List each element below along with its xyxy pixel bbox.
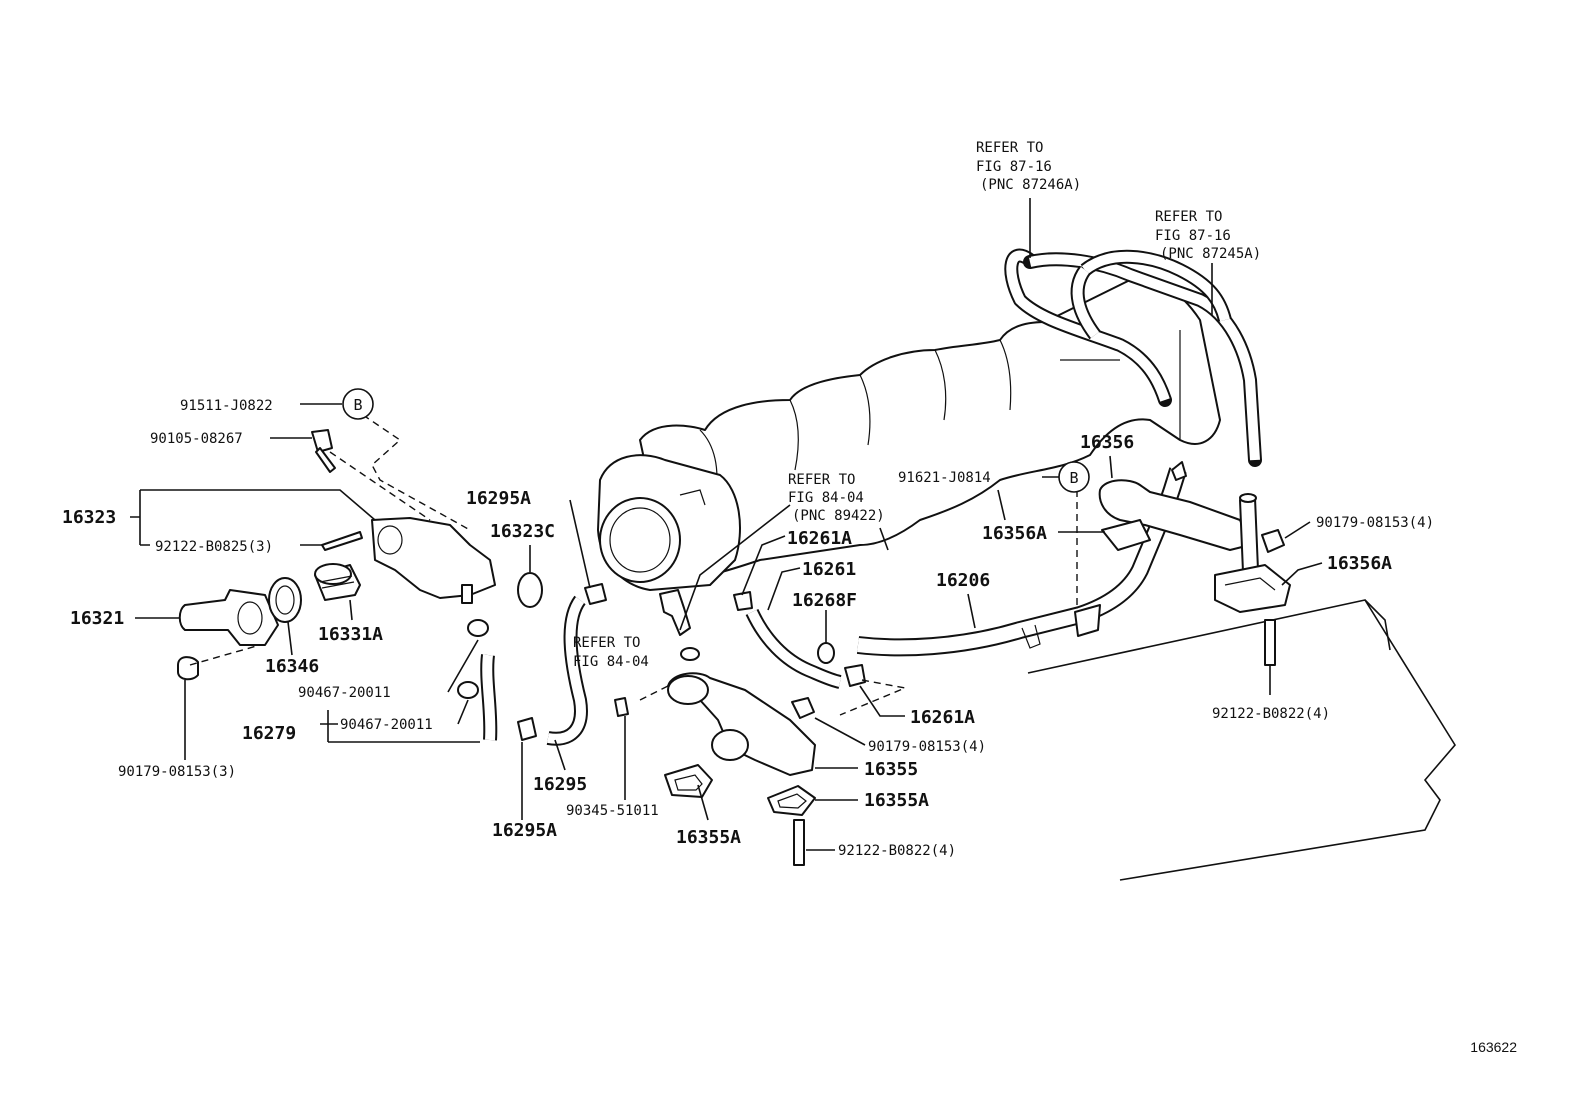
callout-b-right-letter: B (1069, 469, 1078, 487)
thermostat-16331a (314, 563, 361, 601)
ref-note-89422-line3: (PNC 89422) (792, 508, 885, 524)
ref-note-87245a-line1: REFER TO (1155, 209, 1222, 225)
ref-note-89422-line2: FIG 84-04 (788, 490, 864, 506)
gasket-16355a-right (767, 785, 816, 816)
label-92122-b0822-mid: 92122-B0822(4) (838, 843, 956, 859)
label-16295a-top: 16295A (466, 488, 531, 509)
hose-16295 (546, 595, 588, 746)
label-16321: 16321 (70, 608, 124, 629)
ref-note-84-04-line2: FIG 84-04 (573, 654, 649, 670)
ref-note-87245a-line3: (PNC 87245A) (1160, 246, 1261, 262)
label-16331a: 16331A (318, 624, 383, 645)
clamp-16295a-top (584, 583, 607, 605)
dashed-lines (189, 414, 1078, 716)
clamp-16261a-bottom (844, 664, 866, 687)
ref-note-84-04: REFER TO FIG 84-04 (573, 635, 649, 670)
hose-16261 (745, 608, 842, 689)
label-16323c: 16323C (490, 521, 555, 542)
ref-note-87245a: REFER TO FIG 87-16 (PNC 87245A) (1155, 209, 1261, 262)
label-16261: 16261 (802, 559, 856, 580)
ref-note-87246a: REFER TO FIG 87-16 (PNC 87246A) (976, 140, 1081, 193)
clamp-16295a-bottom (517, 717, 537, 741)
pipe-87245a (1070, 249, 1232, 340)
throttle-body (597, 454, 741, 591)
label-16356a-left: 16356A (982, 523, 1047, 544)
label-91511-j0822: 91511-J0822 (180, 398, 273, 414)
label-91621-j0814: 91621-J0814 (898, 470, 991, 486)
bolt-90105-08267 (311, 429, 336, 473)
ref-note-87246a-line2: FIG 87-16 (976, 159, 1052, 175)
label-16295: 16295 (533, 774, 587, 795)
callout-b-left-letter: B (353, 396, 362, 414)
label-16261a-top: 16261A (787, 528, 852, 549)
clamp-90467-a (467, 619, 489, 637)
pipe-87246a (1004, 248, 1262, 467)
ref-note-87245a-line2: FIG 87-16 (1155, 228, 1231, 244)
callout-b-right: B (1058, 461, 1090, 493)
oring-16268f (817, 642, 835, 664)
water-pipe-16206 (856, 461, 1187, 657)
clamp-16261a-top (733, 591, 753, 611)
label-16356a-right: 16356A (1327, 553, 1392, 574)
figure-id: 163622 (1470, 1039, 1517, 1055)
label-90179-08153-3: 90179-08153(3) (118, 764, 236, 780)
label-16355: 16355 (864, 759, 918, 780)
label-16279: 16279 (242, 723, 296, 744)
stud-92122-b0822-mid (793, 819, 805, 866)
bracket-16356 (1098, 479, 1251, 551)
water-outlet-housing-16323 (371, 517, 496, 604)
label-90179-08153-4-right: 90179-08153(4) (1316, 515, 1434, 531)
label-90467-20011-b: 90467-20011 (340, 717, 433, 733)
stud-92122-b0822-right (1264, 619, 1276, 666)
gasket-16355a-left (664, 764, 713, 798)
label-90345-51011: 90345-51011 (566, 803, 659, 819)
label-90179-08153-4-mid: 90179-08153(4) (868, 739, 986, 755)
ref-note-89422: REFER TO FIG 84-04 (PNC 89422) (788, 472, 885, 524)
nut-90179-08153-4-mid (791, 697, 815, 719)
ref-note-87246a-line3: (PNC 87246A) (980, 177, 1081, 193)
ref-note-89422-line1: REFER TO (788, 472, 855, 488)
nut-90179-08153-3 (177, 656, 199, 681)
water-temp-sensor (659, 589, 700, 661)
engine-block-outline (1027, 599, 1456, 881)
plug-90345-51011 (614, 697, 629, 717)
water-inlet-16321 (178, 589, 279, 646)
label-16355a-right: 16355A (864, 790, 929, 811)
label-92122-b0825: 92122-B0825(3) (155, 539, 273, 555)
label-16346: 16346 (265, 656, 319, 677)
nut-90179-08153-4-right (1261, 529, 1285, 553)
label-90105-08267: 90105-08267 (150, 431, 243, 447)
callout-b-left: B (342, 388, 374, 420)
label-16355a-left: 16355A (676, 827, 741, 848)
gasket-16346 (268, 577, 302, 623)
label-16295a-bottom: 16295A (492, 820, 557, 841)
hose-16279 (480, 654, 498, 741)
label-16268f: 16268F (792, 590, 857, 611)
water-outlet-right (1214, 493, 1291, 613)
label-90467-20011-a: 90467-20011 (298, 685, 391, 701)
label-92122-b0822-right: 92122-B0822(4) (1212, 706, 1330, 722)
label-16206: 16206 (936, 570, 990, 591)
water-outlet-16355 (667, 672, 816, 776)
ref-note-87246a-line1: REFER TO (976, 140, 1043, 156)
label-16356: 16356 (1080, 432, 1134, 453)
label-16261a-bottom: 16261A (910, 707, 975, 728)
label-16323: 16323 (62, 507, 116, 528)
leader-lines (130, 198, 1323, 851)
clamp-90467-b (457, 681, 479, 699)
gasket-16323c (517, 572, 543, 608)
ref-note-84-04-line1: REFER TO (573, 635, 640, 651)
stud-92122-b0825 (321, 531, 363, 551)
